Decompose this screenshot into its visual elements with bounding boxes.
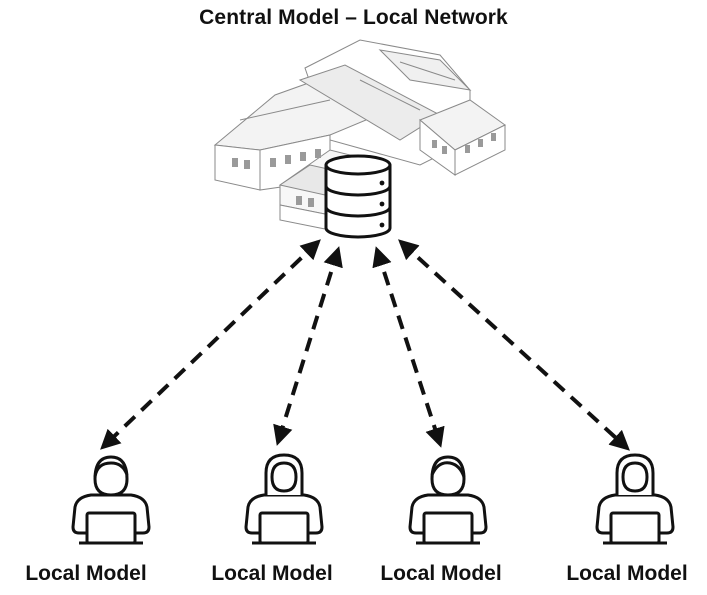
local-model-label-3: Local Model bbox=[380, 562, 502, 585]
diagram-title: Central Model – Local Network bbox=[199, 6, 508, 29]
database-server-icon bbox=[324, 154, 392, 239]
local-model-label-4: Local Model bbox=[566, 562, 688, 585]
user-laptop-icon bbox=[595, 453, 675, 545]
connection-arrow-4 bbox=[398, 239, 630, 451]
local-model-label-1: Local Model bbox=[25, 562, 147, 585]
user-laptop-icon bbox=[408, 455, 488, 545]
user-laptop-icon bbox=[244, 453, 324, 545]
connection-arrow-2 bbox=[273, 246, 343, 446]
connection-arrow-3 bbox=[372, 246, 445, 448]
user-laptop-icon bbox=[71, 455, 151, 545]
local-model-label-2: Local Model bbox=[211, 562, 333, 585]
